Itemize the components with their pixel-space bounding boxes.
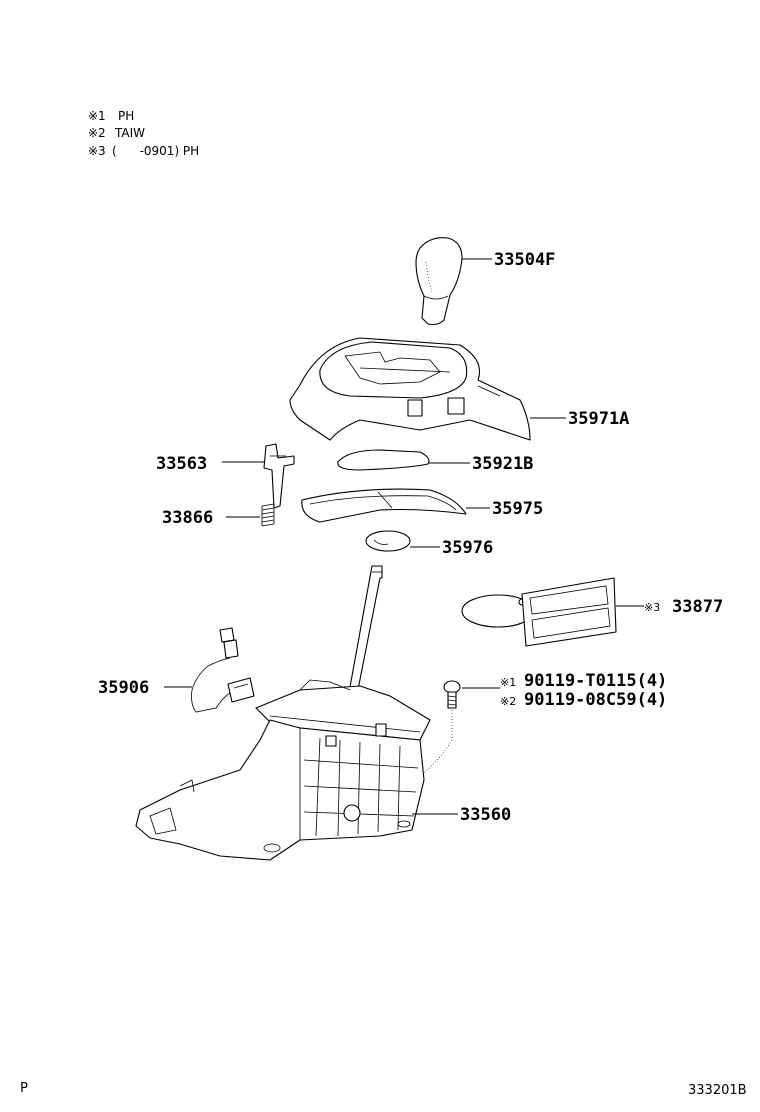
part-label-35976: 35976 [442,538,493,558]
cover-plate-drawing [337,449,430,471]
indicator-lamp-drawing [365,530,411,552]
wire-harness-drawing [191,627,255,713]
bezel-drawing [289,337,531,441]
footer-drawing-number: 333201B [688,1083,747,1098]
part-label-33560: 33560 [460,805,511,825]
part-label-screw-1: 90119-T0115(4) [524,671,667,691]
note-2-mark: ※2 [88,126,106,140]
part-label-33563: 33563 [156,454,207,474]
mark-2: ※2 [500,695,516,708]
part-label-35921B: 35921B [472,454,533,474]
note-3-text: ( -0901) PH [112,144,199,158]
part-label-35975: 35975 [492,499,543,519]
part-label-33866: 33866 [162,508,213,528]
part-label-35971A: 35971A [568,409,629,429]
part-label-screw-2: 90119-08C59(4) [524,690,667,710]
spring-drawing [261,503,275,527]
part-label-33504F: 33504F [494,250,555,270]
indicator-plate-drawing [301,488,467,523]
footer-left-code: P [20,1081,28,1096]
part-label-35906: 35906 [98,678,149,698]
part-label-33877: 33877 [672,597,723,617]
lock-pin-drawing [263,443,295,509]
shift-knob-drawing [415,237,463,326]
note-3-mark: ※3 [88,144,106,158]
lock-release-plate-drawing [461,577,617,647]
mark-3: ※3 [644,601,660,614]
shift-lever-assembly-drawing [135,565,431,861]
mark-1: ※1 [500,676,516,689]
note-1-text: PH [118,109,134,123]
note-2-text: TAIW [114,126,145,140]
note-1-mark: ※1 [88,109,106,123]
notes-legend: ※1 PH ※2 TAIW ※3 ( -0901) PH [88,109,199,158]
